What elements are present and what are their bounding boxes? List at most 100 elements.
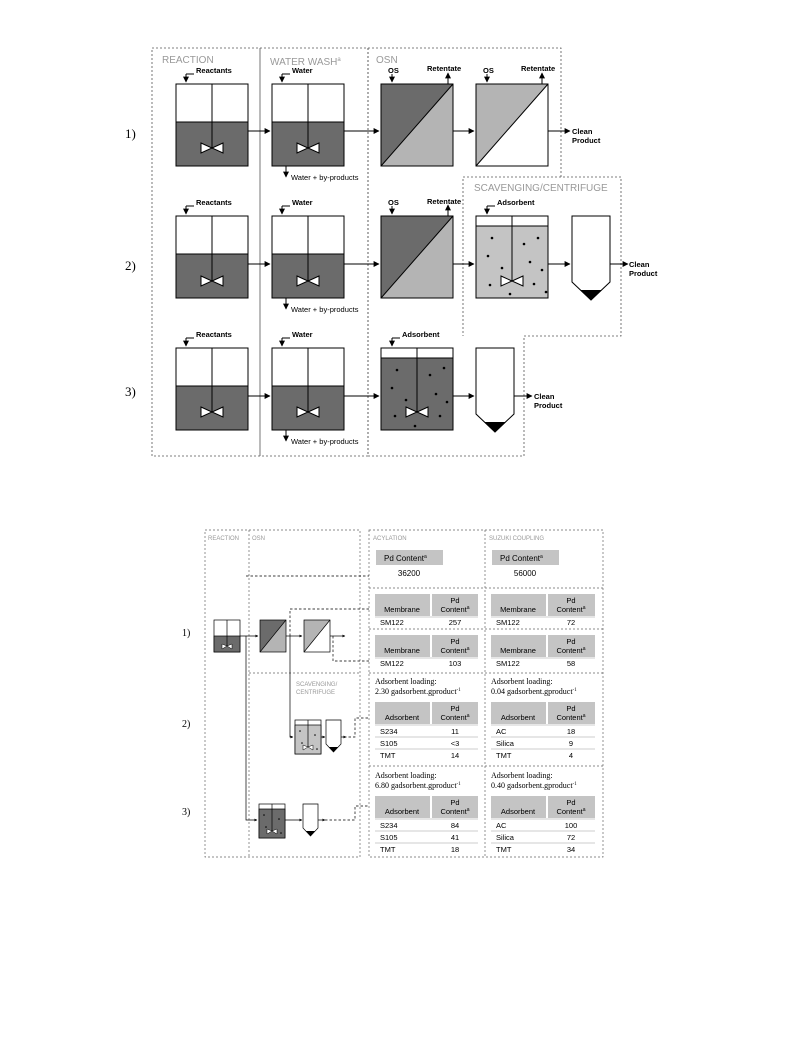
bottom-header-centrifuge: CENTRIFUGE — [296, 690, 335, 696]
row3-centrifuge — [475, 347, 515, 433]
svg-text:Pd: Pd — [566, 637, 575, 646]
suzuki-row3-table: Adsorbent loading: 0.40 gadsorbent.gprod… — [491, 771, 595, 854]
row2-adsorbent-label: Adsorbent — [497, 198, 535, 207]
bottom-row-label-1: 1) — [182, 628, 190, 639]
acylation-osn2-table: Membrane Pd Contenta SM122 103 — [375, 635, 478, 668]
row3-scavenging-tank — [380, 347, 454, 431]
acylation-osn2-membrane: SM122 — [380, 659, 404, 668]
mini-centrifuge-row3 — [302, 803, 319, 837]
row1-wash-tank — [271, 83, 345, 167]
acylation-row2-table: Adsorbent loading: 2.30 gadsorbent.gprod… — [375, 677, 478, 760]
row3-water-byproducts-label: Water + by-products — [291, 437, 359, 446]
svg-text:9: 9 — [569, 739, 573, 748]
svg-text:Adsorbent: Adsorbent — [501, 713, 536, 722]
svg-text:Membrane: Membrane — [384, 605, 420, 614]
left-panel-borders — [204, 529, 361, 858]
acylation-osn1-pd: 257 — [449, 618, 462, 627]
svg-text:41: 41 — [451, 833, 459, 842]
svg-text:Pd: Pd — [450, 637, 459, 646]
acylation-osn2-pd: 103 — [449, 659, 462, 668]
svg-text:Pd: Pd — [450, 704, 459, 713]
svg-text:11: 11 — [451, 727, 459, 736]
row-label-1: 1) — [125, 126, 136, 141]
svg-text:Membrane: Membrane — [384, 646, 420, 655]
row1-retentate-label-2: Retentate — [521, 64, 555, 73]
column-header-suzuki: SUZUKI COUPLING — [489, 536, 544, 542]
svg-text:Contenta: Contenta — [440, 646, 469, 655]
mini-membrane-1 — [259, 619, 287, 653]
row3-product-label: Product — [534, 401, 563, 410]
row2-product-label: Product — [629, 269, 658, 278]
row2-water-byproducts-label: Water + by-products — [291, 305, 359, 314]
section-borders — [151, 47, 622, 457]
row2-centrifuge — [571, 215, 611, 301]
suzuki-initial-value: 56000 — [514, 569, 537, 578]
svg-text:Adsorbent: Adsorbent — [385, 713, 420, 722]
svg-text:2.30 gadsorbent.gproduct-1: 2.30 gadsorbent.gproduct-1 — [375, 687, 461, 696]
bottom-header-scavenging: SCAVENGING/ — [296, 682, 338, 688]
svg-text:14: 14 — [451, 751, 459, 760]
acylation-initial: Pd Contenta 36200 — [376, 550, 443, 578]
row2-reactor — [175, 215, 249, 299]
svg-text:Contenta: Contenta — [440, 713, 469, 722]
row1-reactor — [175, 83, 249, 167]
svg-text:Membrane: Membrane — [500, 646, 536, 655]
row2-reactants-label: Reactants — [196, 198, 232, 207]
row3-reactor — [175, 347, 249, 431]
svg-text:Adsorbent loading:: Adsorbent loading: — [491, 677, 553, 686]
suzuki-osn2-table: Membrane Pd Contenta SM122 58 — [491, 635, 595, 668]
acylation-loading-row2: 2.30 gadsorbent.gproduct — [375, 687, 457, 696]
section-header-reaction: REACTION — [162, 55, 214, 66]
svg-text:S234: S234 — [380, 727, 398, 736]
svg-text:4: 4 — [569, 751, 573, 760]
table-connector-lines — [246, 575, 369, 821]
svg-text:Membrane: Membrane — [500, 605, 536, 614]
svg-text:TMT: TMT — [496, 845, 512, 854]
svg-text:Pd: Pd — [450, 798, 459, 807]
svg-text:Contenta: Contenta — [440, 807, 469, 816]
row3-clean-label: Clean — [534, 392, 555, 401]
svg-text:TMT: TMT — [380, 751, 396, 760]
row1-os-label-1: OS — [388, 66, 399, 75]
row1-product-label: Product — [572, 136, 601, 145]
table-panel-borders — [368, 529, 604, 858]
column-header-acylation: ACYLATION — [373, 536, 407, 542]
svg-text:18: 18 — [451, 845, 459, 854]
suzuki-row2-table: Adsorbent loading: 0.04 gadsorbent.gprod… — [491, 677, 595, 760]
svg-text:72: 72 — [567, 833, 575, 842]
bottom-results-figure: REACTION OSN SCAVENGING/ CENTRIFUGE ACYL… — [182, 529, 604, 858]
svg-text:AC: AC — [496, 821, 507, 830]
row1-membrane-1 — [380, 83, 454, 167]
bottom-header-osn: OSN — [252, 536, 265, 542]
section-header-scavenging: SCAVENGING/CENTRIFUGE — [474, 183, 608, 194]
row-label-3: 3) — [125, 384, 136, 399]
row1-reactants-label: Reactants — [196, 66, 232, 75]
svg-text:TMT: TMT — [380, 845, 396, 854]
row3-water-label: Water — [292, 330, 313, 339]
svg-text:Contenta: Contenta — [556, 605, 585, 614]
svg-text:AC: AC — [496, 727, 507, 736]
row2-os-label: OS — [388, 198, 399, 207]
suzuki-osn2-pd: 58 — [567, 659, 575, 668]
svg-text:Silica: Silica — [496, 833, 515, 842]
svg-text:6.80 gadsorbent.gproduct-1: 6.80 gadsorbent.gproduct-1 — [375, 781, 461, 790]
svg-text:Contenta: Contenta — [556, 713, 585, 722]
mini-centrifuge-row2 — [325, 719, 342, 753]
svg-text:<3: <3 — [451, 739, 460, 748]
mini-membrane-2 — [303, 619, 331, 653]
acylation-loading-row3: 6.80 gadsorbent.gproduct — [375, 781, 457, 790]
row2-water-label: Water — [292, 198, 313, 207]
bottom-row-label-2: 2) — [182, 719, 190, 730]
svg-text:Pd: Pd — [566, 704, 575, 713]
row3-reactants-label: Reactants — [196, 330, 232, 339]
svg-text:S234: S234 — [380, 821, 398, 830]
svg-text:Adsorbent: Adsorbent — [501, 807, 536, 816]
svg-text:WATER WASHa: WATER WASHa — [270, 57, 341, 68]
row3-adsorbent-label: Adsorbent — [402, 330, 440, 339]
row1-os-label-2: OS — [483, 66, 494, 75]
row1-retentate-label-1: Retentate — [427, 64, 461, 73]
row1-membrane-2 — [475, 83, 549, 167]
mini-scavenging-tank-row3 — [258, 803, 286, 839]
bottom-row-label-3: 3) — [182, 807, 190, 818]
bottom-header-reaction: REACTION — [208, 536, 239, 542]
